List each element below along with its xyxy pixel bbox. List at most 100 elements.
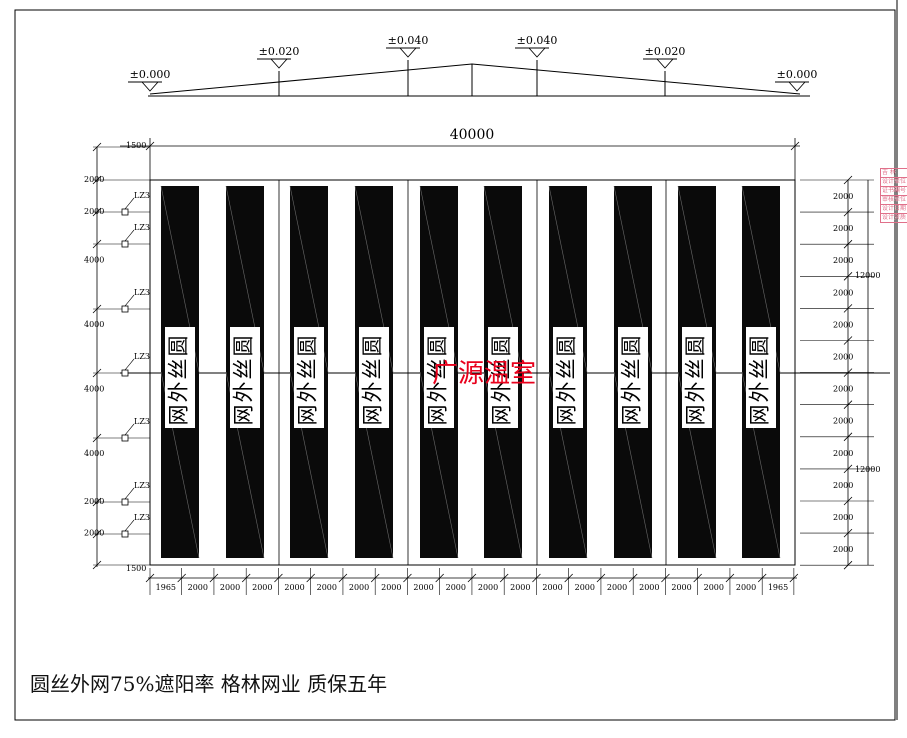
left-dim-label: 4000 (84, 449, 104, 458)
right-dim-label: 2000 (833, 545, 853, 554)
column-leader (124, 358, 135, 371)
column-tag: LZ3 (134, 288, 150, 297)
column-marker (121, 240, 129, 248)
panel-label-char: 丝 (426, 359, 450, 380)
panel-label-char: 外 (296, 382, 320, 403)
right-dim-slash (843, 272, 853, 281)
panel-label-char: 圆 (426, 336, 450, 357)
panel-label-box (424, 327, 454, 428)
panel-label-box (618, 327, 648, 428)
elevation-triangle (398, 47, 418, 58)
elevation-label: ±0.040 (388, 34, 429, 47)
panel-label-char: 外 (555, 382, 579, 403)
right-dim-slash (843, 432, 853, 442)
bottom-dim-label: 2000 (446, 583, 466, 592)
column-marker (121, 369, 129, 377)
panel-label-char: 圆 (748, 336, 772, 357)
bottom-dim-slash (403, 573, 412, 583)
sheet-border (14, 9, 896, 721)
bottom-dim-label: 2000 (284, 583, 304, 592)
right-dim-label: 2000 (833, 353, 853, 362)
left-dim-slash (92, 497, 102, 507)
panel-label-char: 圆 (620, 336, 644, 357)
stamp-line: 审核单位 (881, 196, 907, 205)
right-dim-label: 2000 (833, 288, 853, 297)
column-tag: LZ3 (134, 481, 150, 490)
panel-label-char: 外 (167, 382, 191, 403)
right-span-label: 12000 (855, 271, 880, 280)
panel-label-char: 外 (426, 382, 450, 403)
panel-label-char: 外 (232, 382, 256, 403)
bottom-dim-label: 2000 (220, 583, 240, 592)
right-span-label: 12000 (855, 465, 880, 474)
bottom-dim-slash (467, 573, 477, 583)
right-dim-slash (843, 368, 853, 377)
bottom-dim-label: 1965 (156, 583, 176, 592)
right-dim-slash (843, 400, 853, 409)
right-dim-label: 2000 (833, 449, 853, 458)
column-leader (124, 197, 135, 210)
left-dim-slash (92, 142, 102, 152)
left-dim-slash (92, 368, 102, 378)
panel-label-char: 网 (748, 405, 772, 426)
panel-label-char: 丝 (684, 359, 708, 380)
right-dim-label: 2000 (833, 513, 853, 522)
left-dim-slash (92, 239, 102, 249)
bottom-dim-slash (596, 573, 606, 583)
panel-label-char: 丝 (167, 359, 191, 380)
watermark-text: 广源温室 (432, 359, 536, 389)
left-dim-label: 4000 (84, 256, 104, 265)
left-dim-label: 4000 (84, 320, 104, 329)
left-dim-slash (92, 175, 102, 185)
elevation-triangle (140, 81, 160, 92)
panel-label-box (488, 327, 518, 428)
panel-label-char: 丝 (490, 359, 514, 380)
column-leader (124, 487, 135, 500)
bottom-dim-slash (274, 573, 283, 583)
left-dim-slash (92, 207, 102, 217)
bottom-dim-label: 2000 (317, 583, 337, 592)
left-dim-label: 2000 (84, 207, 104, 216)
bottom-dim-slash (499, 573, 509, 583)
panel-label-box (230, 327, 260, 428)
elevation-triangle (527, 47, 547, 58)
bottom-dim-label: 2000 (349, 583, 369, 592)
bottom-dim-slash (370, 573, 380, 583)
stamp-line: 设计单位 (881, 178, 907, 187)
panel-label-char: 圆 (296, 336, 320, 357)
elevation-label: ±0.020 (259, 45, 300, 58)
left-top-offset: 1500 (126, 141, 146, 150)
elevation-label: ±0.000 (777, 68, 818, 81)
panel-label-char: 网 (167, 405, 191, 426)
column-marker (121, 305, 129, 313)
bottom-dim-label: 2000 (252, 583, 272, 592)
left-dim-slash (92, 433, 102, 443)
bottom-dim-label: 1965 (768, 583, 788, 592)
panel-label-box (359, 327, 389, 428)
panel-label-char: 丝 (296, 359, 320, 380)
column-tag: LZ3 (134, 223, 150, 232)
left-dim-slash (92, 560, 102, 570)
elevation-markers: ±0.000±0.020±0.040±0.040±0.020±0.000 (128, 34, 818, 92)
right-dim-slash (843, 207, 853, 217)
panel-label-char: 网 (620, 405, 644, 426)
panel-label-char: 网 (426, 405, 450, 426)
panel-label-box (294, 327, 324, 428)
right-dim-slash (843, 239, 853, 249)
bottom-dim-label: 2000 (575, 583, 595, 592)
left-dim-slash (92, 304, 102, 314)
right-dim-label: 2000 (833, 417, 853, 426)
right-dimension-chain: 2000200020002000200020002000200020002000… (800, 175, 880, 570)
panel-label-box (746, 327, 776, 428)
column-tag: LZ3 (134, 191, 150, 200)
right-dim-label: 2000 (833, 192, 853, 201)
panel-label-char: 丝 (232, 359, 256, 380)
panel-label-char: 外 (684, 382, 708, 403)
bottom-dim-slash (564, 573, 573, 583)
column-marker (121, 530, 129, 538)
bottom-dim-label: 2000 (478, 583, 498, 592)
elevation-label: ±0.040 (517, 34, 558, 47)
